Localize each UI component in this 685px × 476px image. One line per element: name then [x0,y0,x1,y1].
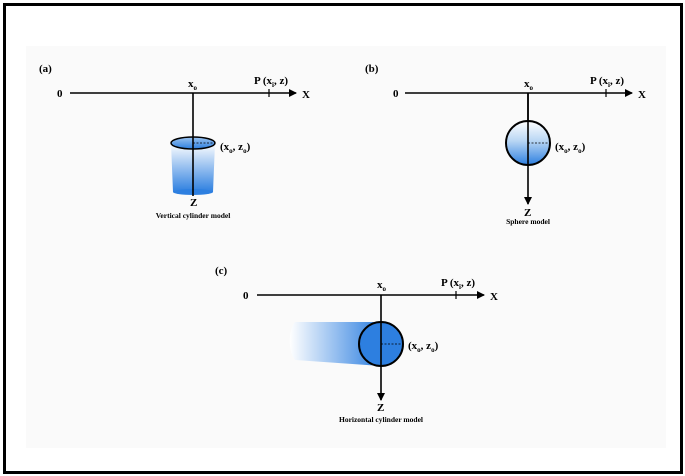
panel-a-letter: (a) [39,63,52,75]
figure-background [26,46,666,448]
panel-c-x-label: X [490,291,498,303]
panel-a-point-label: P (xi, z) [254,75,288,89]
panel-c-center-label: (xo, zo) [408,340,439,354]
panel-c-xo-label: xo [377,279,387,293]
panel-a-origin: 0 [57,88,63,100]
panel-c: (c) 0 X P (xi, z) xo Z (xo, zo) Horizont… [215,265,498,424]
horizontal-cylinder-body [289,322,381,366]
panel-b-caption: Sphere model [506,217,550,226]
panel-a-caption: Vertical cylinder model [156,211,231,220]
panel-c-z-label: Z [377,402,384,414]
panel-b-z-label: Z [524,207,531,219]
panel-a-center-label: (xo, zo) [220,141,251,155]
panel-b-center-label: (xo, zo) [555,141,586,155]
panel-a: (a) 0 X P (xi, z) xo Z (xo, zo) Vertical… [39,63,310,220]
panel-b-x-label: X [638,89,646,101]
panel-a-x-label: X [302,89,310,101]
panel-c-point-label: P (xi, z) [441,277,475,291]
panel-a-z-label: Z [190,197,197,209]
panel-c-caption: Horizontal cylinder model [339,415,423,424]
panel-b-origin: 0 [393,88,399,100]
panel-b-xo-label: xo [524,78,534,92]
panel-c-letter: (c) [215,265,228,277]
figure-frame [3,3,683,474]
panel-c-origin: 0 [243,290,249,302]
panel-b-letter: (b) [365,63,379,75]
panel-b-point-label: P (xi, z) [590,75,624,89]
panel-b: (b) 0 X P (xi, z) xo Z (xo, zo) Sphere m… [365,63,646,226]
panel-a-xo-label: xo [188,78,198,92]
